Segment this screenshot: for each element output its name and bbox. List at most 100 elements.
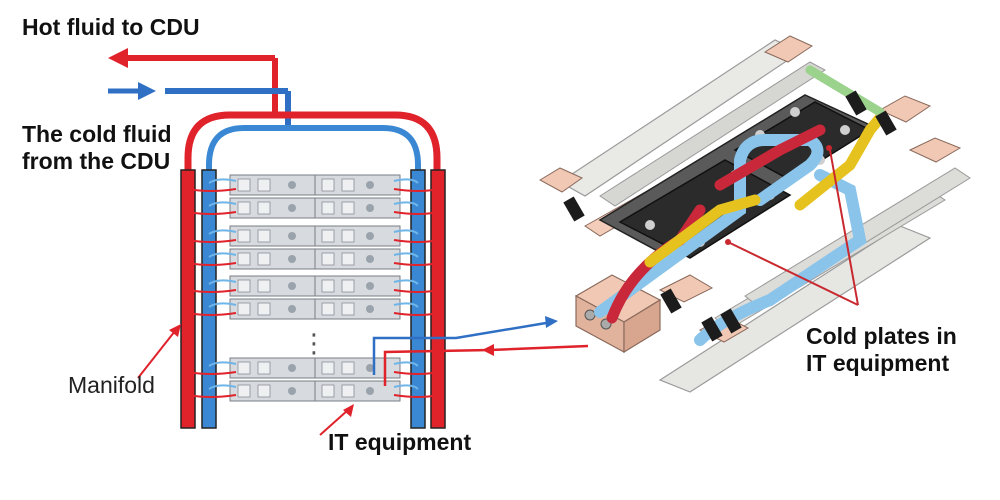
server-bay	[237, 384, 251, 398]
plate-pointer-2-dot	[826, 145, 832, 151]
server-port	[366, 181, 374, 189]
server-port	[288, 364, 296, 372]
server-port	[288, 282, 296, 290]
server-bay	[237, 302, 251, 316]
manifold-pointer-head	[169, 324, 181, 337]
server-port	[366, 255, 374, 263]
server-hot-hose-right	[393, 371, 439, 375]
cold-fluid-label-line2: from the CDU	[22, 148, 171, 174]
server-bay	[257, 229, 271, 243]
hot-fluid-label: Hot fluid to CDU	[22, 14, 200, 40]
server-unit	[187, 248, 439, 270]
server-cold-hose-left	[208, 252, 237, 258]
server-bay	[321, 229, 335, 243]
server-cold-hose-left	[208, 384, 237, 390]
server-unit	[187, 225, 439, 247]
rack-ellipsis: ⋮	[301, 329, 327, 359]
server-unit	[187, 174, 439, 196]
server-port	[366, 232, 374, 240]
server-cold-hose-left	[208, 302, 237, 308]
it-pointer-head	[343, 404, 354, 417]
server-cold-hose-left	[208, 201, 237, 207]
hose-couplings	[563, 90, 897, 342]
server-hot-hose-right	[393, 188, 439, 192]
server-cold-hose-left	[208, 229, 237, 235]
server-bay	[341, 302, 355, 316]
server-bay	[341, 229, 355, 243]
server-unit	[187, 380, 439, 402]
plate-pointer-1-dot	[725, 239, 731, 245]
hot-arrow-head	[108, 48, 128, 68]
server-hot-hose-left	[187, 394, 237, 398]
hose-yellow-2	[794, 112, 886, 211]
hot-arch	[184, 111, 441, 180]
server-cold-hose-right	[393, 279, 419, 285]
server-cold-hose-right	[393, 361, 419, 367]
cold-plates-label-line2: IT equipment	[806, 350, 950, 376]
right-cold-manifold	[410, 169, 426, 429]
server-bay	[341, 384, 355, 398]
cold-plates-label-line1: Cold plates in	[806, 323, 957, 349]
hose-red-2	[714, 124, 826, 191]
left-cold-manifold	[201, 169, 217, 429]
server-cold-hose-right	[393, 201, 419, 207]
server-cold-hose-right	[393, 302, 419, 308]
server-bay	[321, 178, 335, 192]
server-hot-hose-left	[187, 312, 237, 316]
server-cold-hose-left	[208, 178, 237, 184]
server-hot-hose-right	[393, 312, 439, 316]
plate-pointer-2	[829, 149, 859, 306]
server-bay	[341, 279, 355, 293]
server-port	[366, 282, 374, 290]
server-bay	[341, 252, 355, 266]
server-bay	[321, 201, 335, 215]
hose-blue-main	[594, 134, 824, 318]
server-bay	[257, 361, 271, 375]
server-hot-hose-right	[393, 262, 439, 266]
cold-fluid-label-line1: The cold fluid	[22, 121, 172, 147]
server-hot-hose-left	[187, 239, 237, 243]
server-bay	[341, 201, 355, 215]
tray-hoses	[594, 65, 886, 346]
server-hot-hose-right	[393, 289, 439, 293]
server-cold-hose-left	[208, 361, 237, 367]
server-hot-hose-right	[393, 211, 439, 215]
it-equipment-label: IT equipment	[328, 429, 472, 455]
server-bay	[321, 384, 335, 398]
server-bay	[237, 252, 251, 266]
server-bay	[237, 279, 251, 293]
hot-link-line	[383, 344, 589, 386]
left-hot-manifold	[180, 169, 196, 429]
server-hot-hose-left	[187, 289, 237, 293]
server-port	[288, 305, 296, 313]
hose-green	[805, 65, 885, 117]
plate-pointer-1	[729, 242, 859, 306]
server-hot-hose-left	[187, 371, 237, 375]
server-port	[366, 364, 374, 372]
server-port	[288, 181, 296, 189]
cold-link-arrow	[545, 316, 558, 328]
server-tray	[538, 35, 971, 393]
server-bay	[341, 361, 355, 375]
cold-fluid-label: The cold fluid from the CDU	[22, 121, 172, 175]
manifold-pointer-line	[137, 330, 176, 379]
server-port	[366, 305, 374, 313]
it-pointer-line	[319, 409, 349, 436]
cold-arrow-head	[138, 82, 156, 100]
server-port	[288, 232, 296, 240]
right-hot-manifold	[430, 169, 446, 429]
pointer-arrows	[137, 324, 354, 436]
server-unit	[187, 197, 439, 219]
hot-link-arrow	[482, 344, 494, 356]
cold-plates-label: Cold plates in IT equipment	[806, 323, 957, 377]
server-hot-hose-left	[187, 262, 237, 266]
server-hot-hose-right	[393, 394, 439, 398]
server-hot-hose-right	[393, 239, 439, 243]
server-bay	[237, 229, 251, 243]
server-cold-hose-right	[393, 252, 419, 258]
server-port	[288, 255, 296, 263]
server-cold-hose-right	[393, 229, 419, 235]
manifold-arches	[184, 111, 441, 180]
cold-plate-pointers	[725, 145, 859, 306]
